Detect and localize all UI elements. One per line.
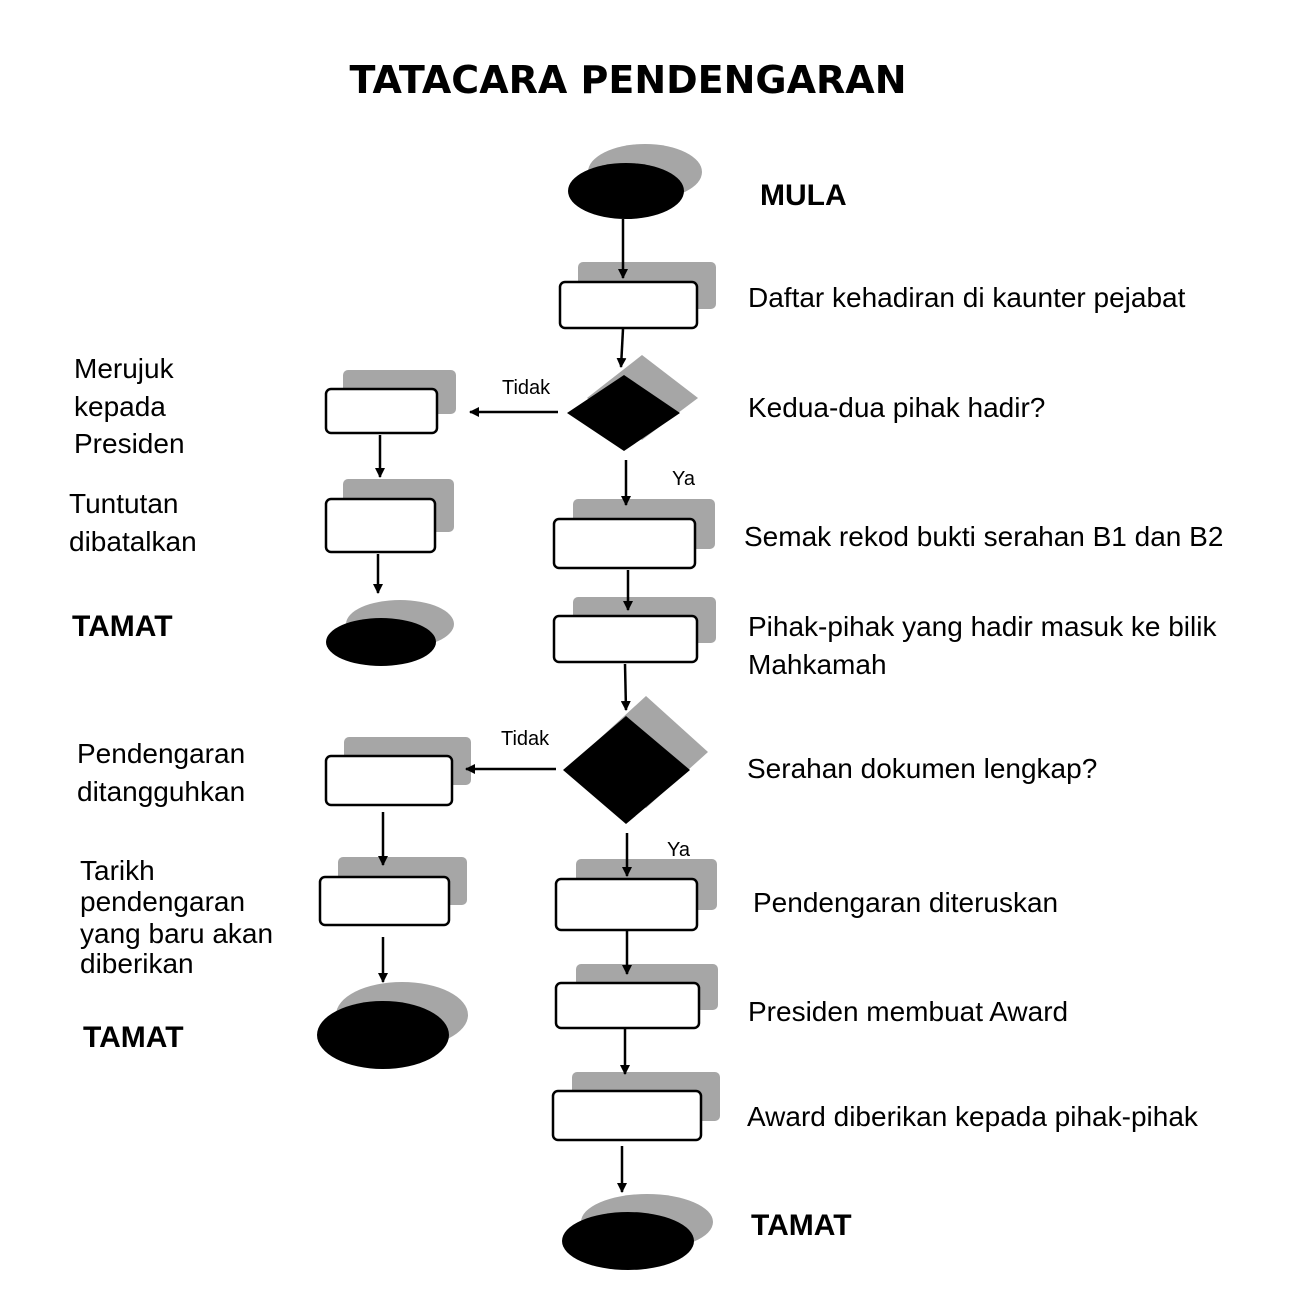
label-end-left-2: TAMAT xyxy=(83,1021,184,1054)
hearing-postponed-process-box xyxy=(324,737,471,807)
label-register: Daftar kehadiran di kaunter pejabat xyxy=(748,282,1186,313)
label-start: MULA xyxy=(760,179,847,212)
end-left-1-terminal xyxy=(326,600,454,666)
label-refer-president-line-1: Merujuk xyxy=(74,353,175,384)
label-refer-president-line-2: kepada xyxy=(74,391,166,422)
label-end-main: TAMAT xyxy=(751,1209,852,1242)
label-claim-cancelled-line-2: dibatalkan xyxy=(69,526,197,557)
label-new-date-line-2: pendengaran xyxy=(80,886,245,917)
new-date-process-box xyxy=(318,857,467,927)
check-records-process-box xyxy=(552,499,715,570)
edge-label-no-2: Tidak xyxy=(501,728,550,750)
both-present-decision xyxy=(567,355,698,451)
label-docs-complete: Serahan dokumen lengkap? xyxy=(747,753,1097,784)
arrow-register-to-decision xyxy=(616,328,627,368)
label-new-date-line-4: diberikan xyxy=(80,948,194,979)
label-both-present: Kedua-dua pihak hadir? xyxy=(748,392,1045,423)
label-hearing-postponed-line-2: ditangguhkan xyxy=(77,776,245,807)
label-president-award: Presiden membuat Award xyxy=(748,996,1068,1027)
page-title: TATACARA PENDENGARAN xyxy=(350,58,907,102)
start-terminal xyxy=(568,144,702,219)
label-claim-cancelled-line-1: Tuntutan xyxy=(69,488,178,519)
claim-cancelled-process-box xyxy=(324,479,454,554)
award-given-process-box xyxy=(551,1072,720,1142)
label-new-date-line-1: Tarikh xyxy=(80,855,155,886)
edge-label-no-1: Tidak xyxy=(502,377,551,399)
label-enter-court-line-1: Pihak-pihak yang hadir masuk ke bilik xyxy=(748,611,1217,642)
label-new-date-line-3: yang baru akan xyxy=(80,918,273,949)
label-hearing-postponed-line-1: Pendengaran xyxy=(77,738,245,769)
edge-label-yes-1: Ya xyxy=(672,468,696,490)
label-award-given: Award diberikan kepada pihak-pihak xyxy=(747,1101,1199,1132)
register-process-box xyxy=(558,262,716,330)
hearing-continues-process-box xyxy=(554,859,717,932)
label-refer-president-line-3: Presiden xyxy=(74,428,185,459)
edge-label-yes-2: Ya xyxy=(667,839,691,861)
refer-president-process-box xyxy=(324,370,456,435)
enter-court-process-box xyxy=(552,597,716,664)
label-enter-court-line-2: Mahkamah xyxy=(748,649,887,680)
arrow-court-to-decision xyxy=(620,663,631,711)
docs-complete-decision xyxy=(563,696,708,824)
label-hearing-continues: Pendengaran diteruskan xyxy=(753,887,1058,918)
president-award-process-box xyxy=(554,964,718,1030)
end-left-2-terminal xyxy=(317,982,468,1069)
end-main-terminal xyxy=(562,1194,713,1270)
label-check-records: Semak rekod bukti serahan B1 dan B2 xyxy=(744,521,1223,552)
label-end-left-1: TAMAT xyxy=(72,610,173,643)
